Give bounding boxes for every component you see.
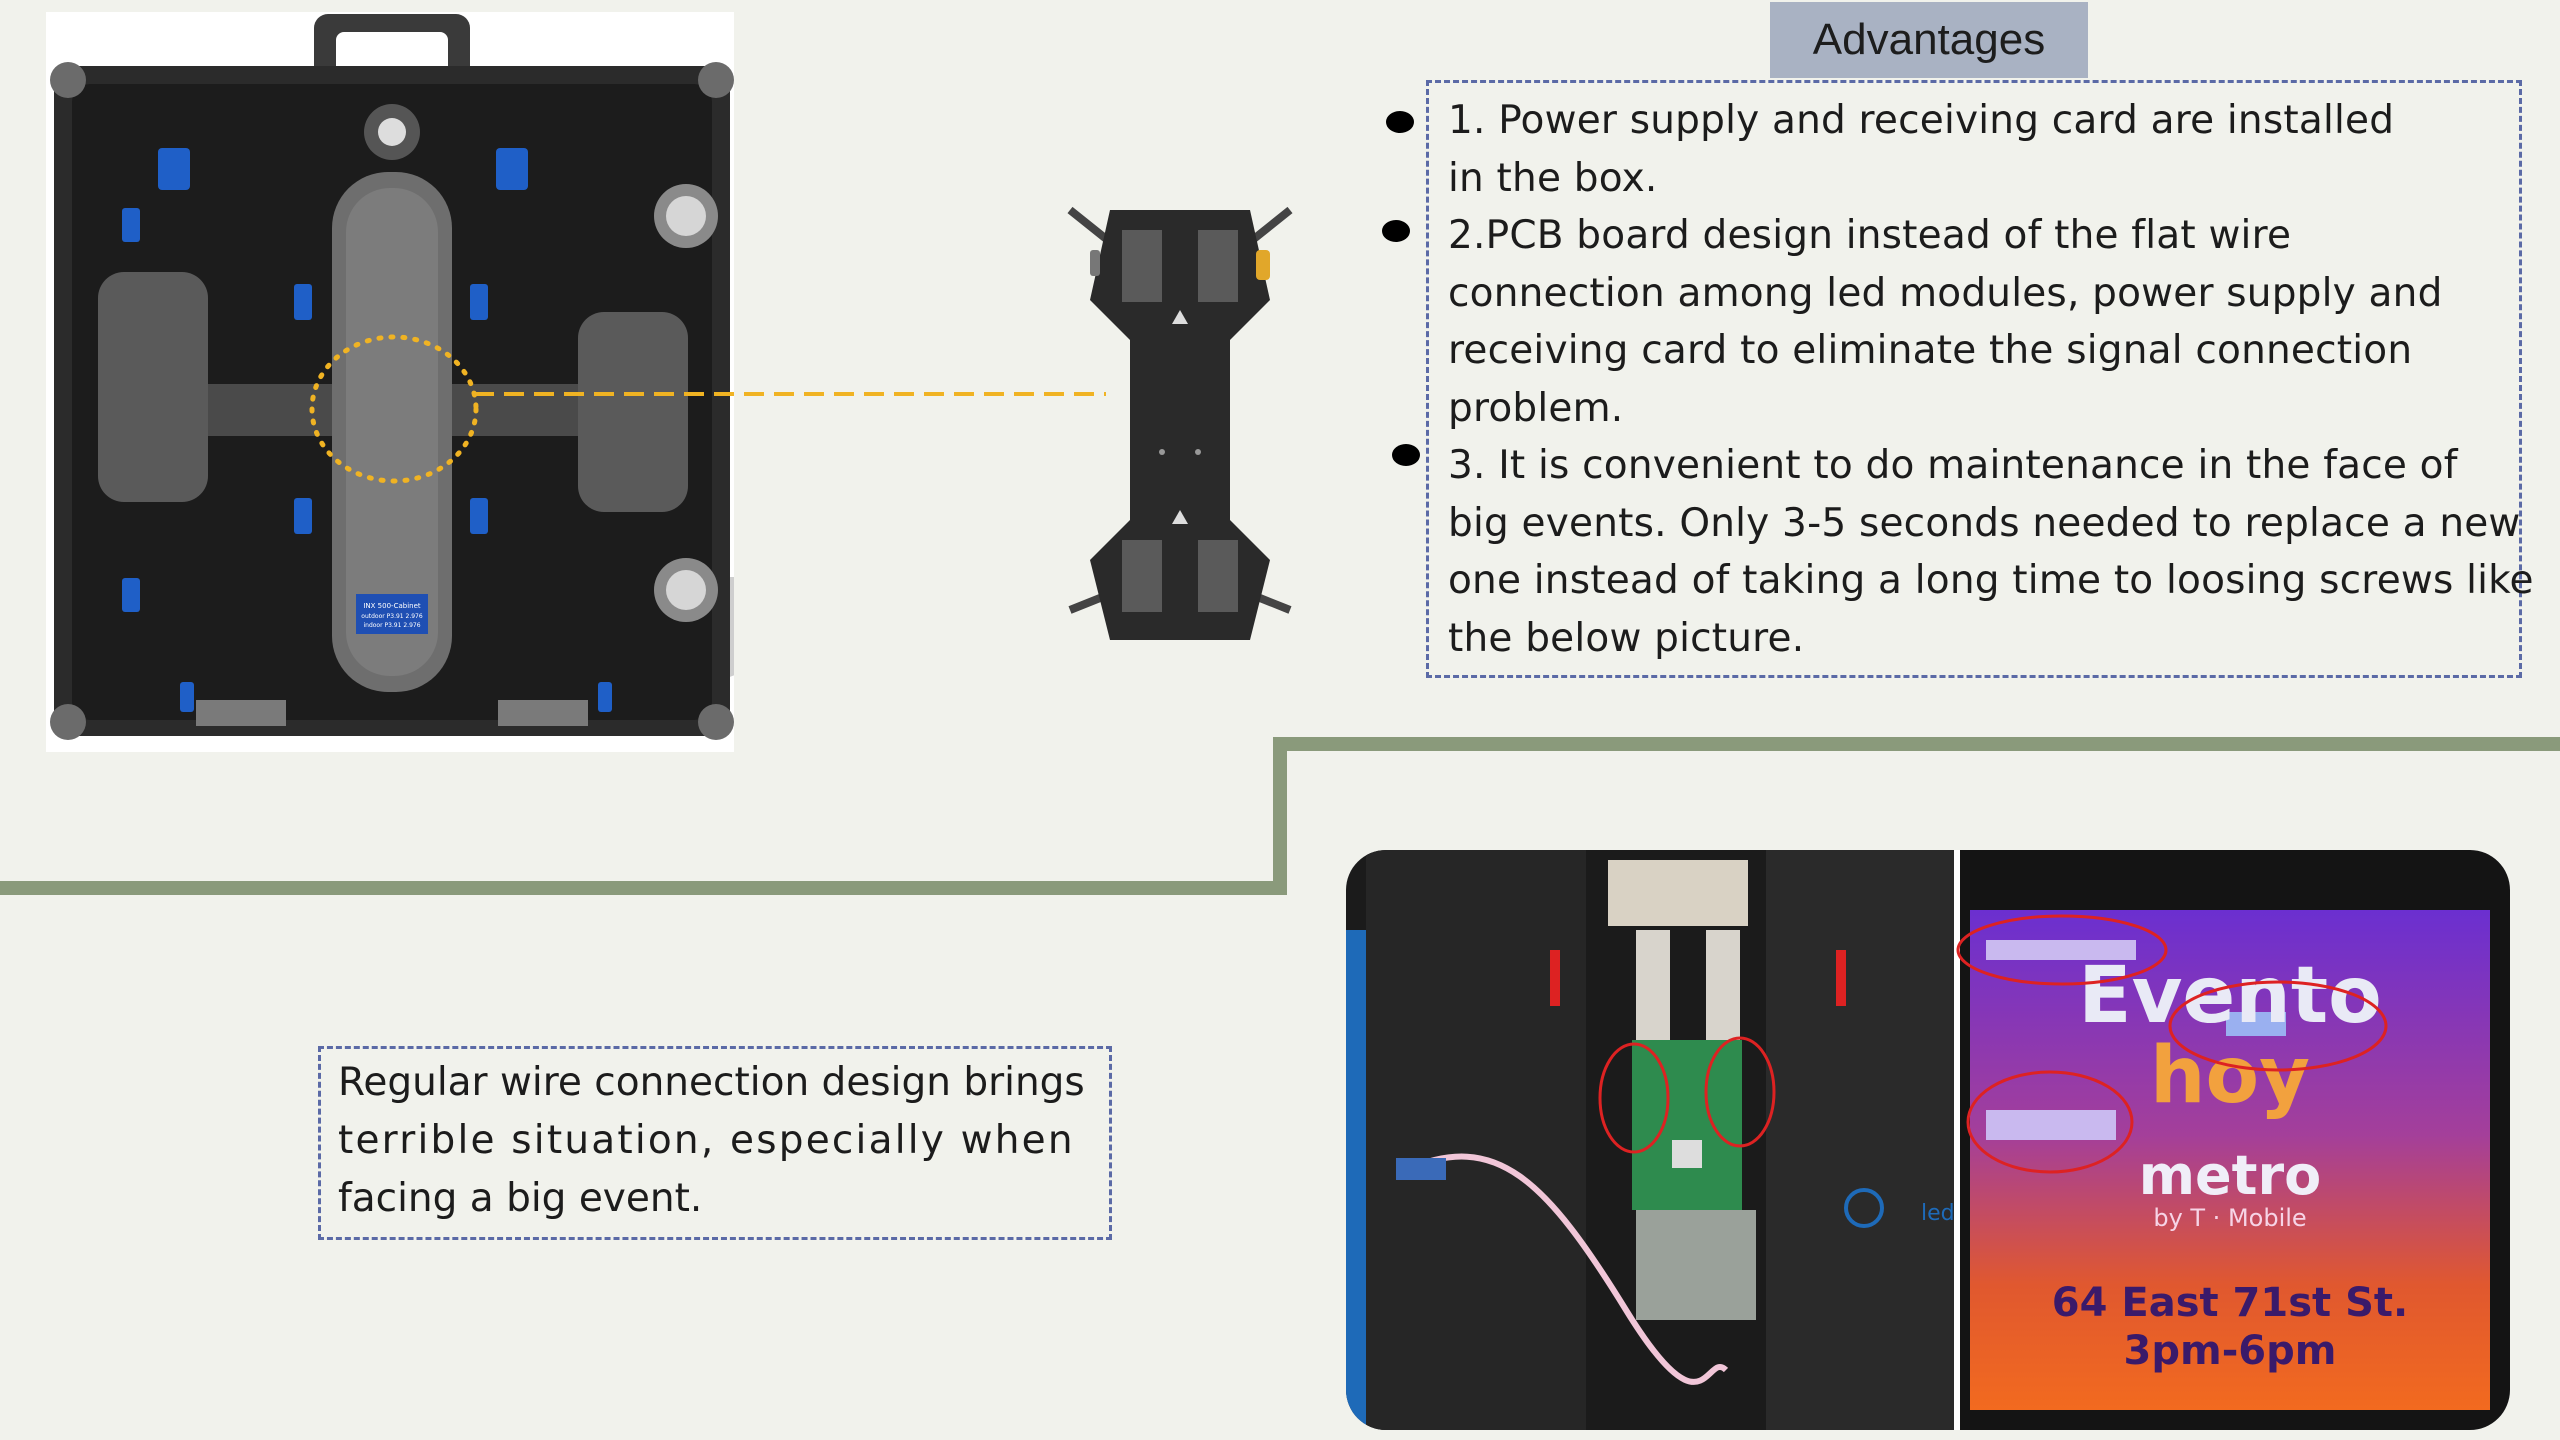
note-box	[318, 1046, 1112, 1240]
cabinet-label-line-2: outdoor P3.91 2.976	[361, 613, 423, 620]
bullet-1	[1386, 111, 1414, 133]
cabinet-label-line-1: INX 500-Cabinet	[363, 602, 421, 610]
advantage-2-line-4: problem.	[1448, 385, 1624, 431]
advantage-2-line-2: connection among led modules, power supp…	[1448, 270, 2443, 316]
note-text: Regular wire connection design brings te…	[338, 1054, 1085, 1228]
advantages-box	[1426, 80, 2522, 678]
comparison-illustration: led Evento hoy metro by T · Mobile 64 Ea…	[1346, 850, 2510, 1430]
note-line-1: Regular wire connection design brings	[338, 1060, 1085, 1105]
advantage-3-line-4: the below picture.	[1448, 615, 1805, 661]
cabinet-illustration: INX 500-Cabinet outdoor P3.91 2.976 indo…	[50, 14, 1004, 740]
highlight-circle	[309, 334, 479, 484]
advantages-header: Advantages	[1770, 2, 2088, 78]
advantage-1-line-2: in the box.	[1448, 155, 1658, 201]
comparison-photos: led Evento hoy metro by T · Mobile 64 Ea…	[1346, 850, 2510, 1430]
advantage-2-line-3: receiving card to eliminate the signal c…	[1448, 328, 2413, 373]
advantage-3-line-3: one instead of taking a long time to loo…	[1448, 558, 2534, 603]
screen-line-1: Evento	[2078, 951, 2381, 1041]
screen-line-2: hoy	[2150, 1031, 2310, 1121]
screen-address: 64 East 71st St.	[2052, 1280, 2408, 1326]
hub-illustration	[1067, 206, 1293, 640]
advantage-2-line-1: 2.PCB board design instead of the flat w…	[1448, 213, 2292, 258]
cabinet-label-line-3: indoor P3.91 2.976	[363, 622, 420, 629]
advantage-item-3: 3. It is convenient to do maintenance in…	[1448, 437, 2534, 667]
board-logo-text: led	[1921, 1201, 1955, 1226]
bullet-2	[1382, 220, 1410, 242]
bullet-3	[1392, 444, 1420, 466]
cabinet-back-photo: INX 500-Cabinet outdoor P3.91 2.976 indo…	[46, 12, 1004, 752]
advantage-item-2: 2.PCB board design instead of the flat w…	[1448, 207, 2518, 437]
screen-brand: metro	[2139, 1144, 2321, 1207]
advantage-1-line-1: 1. Power supply and receiving card are i…	[1448, 98, 2395, 143]
advantage-3-line-1: 3. It is convenient to do maintenance in…	[1448, 443, 2458, 488]
note-line-3: facing a big event.	[338, 1176, 703, 1221]
hub-photo	[1060, 190, 1300, 660]
note-line-2: terrible situation, especially when	[338, 1118, 1075, 1163]
screen-time: 3pm-6pm	[2124, 1328, 2337, 1374]
screen-brand-sub: by T · Mobile	[2153, 1204, 2306, 1232]
advantage-item-1: 1. Power supply and receiving card are i…	[1448, 92, 2518, 207]
advantage-3-line-2: big events. Only 3-5 seconds needed to r…	[1448, 500, 2521, 546]
callout-line	[474, 392, 1106, 396]
section-divider	[0, 737, 2560, 895]
